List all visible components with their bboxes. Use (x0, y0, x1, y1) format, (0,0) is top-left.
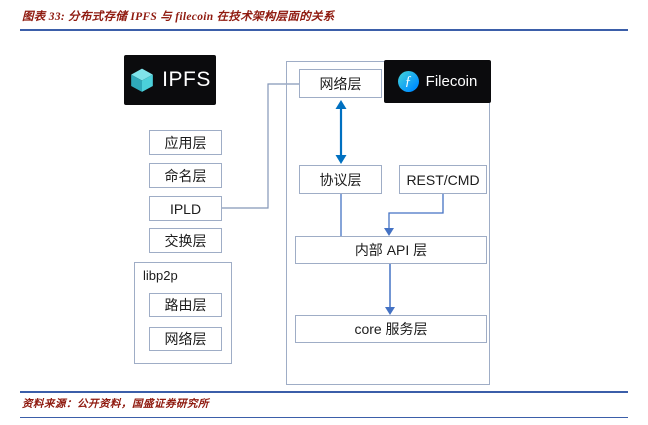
filecoin-internal-api-layer: 内部 API 层 (295, 236, 487, 264)
ipfs-layer-exchange: 交换层 (149, 228, 222, 253)
libp2p-layer-routing: 路由层 (149, 293, 222, 317)
filecoin-coin-icon: ƒ (397, 71, 419, 92)
filecoin-rest-cmd: REST/CMD (399, 165, 487, 194)
libp2p-label: libp2p (143, 268, 178, 283)
filecoin-core-service-layer: core 服务层 (295, 315, 487, 343)
ipfs-layer-ipld: IPLD (149, 196, 222, 221)
header-rule (20, 29, 628, 31)
ipfs-logo-text: IPFS (162, 68, 211, 91)
filecoin-protocol-layer: 协议层 (299, 165, 382, 194)
ipfs-cube-icon (131, 68, 153, 92)
source-note: 资料来源：公开资料，国盛证券研究所 (22, 399, 209, 410)
libp2p-layer-network: 网络层 (149, 327, 222, 351)
footer-top-rule (20, 391, 628, 393)
filecoin-network-layer: 网络层 (299, 69, 382, 98)
libp2p-group-box: libp2p (134, 262, 232, 364)
ipfs-layer-application: 应用层 (149, 130, 222, 155)
ipfs-logo: IPFS (124, 55, 216, 105)
filecoin-logo: ƒ Filecoin (384, 60, 491, 103)
footer-bottom-rule (20, 417, 628, 418)
figure-title: 图表 33: 分布式存储 IPFS 与 filecoin 在技术架构层面的关系 (22, 11, 335, 23)
filecoin-logo-text: Filecoin (425, 73, 478, 90)
ipfs-layer-naming: 命名层 (149, 163, 222, 188)
